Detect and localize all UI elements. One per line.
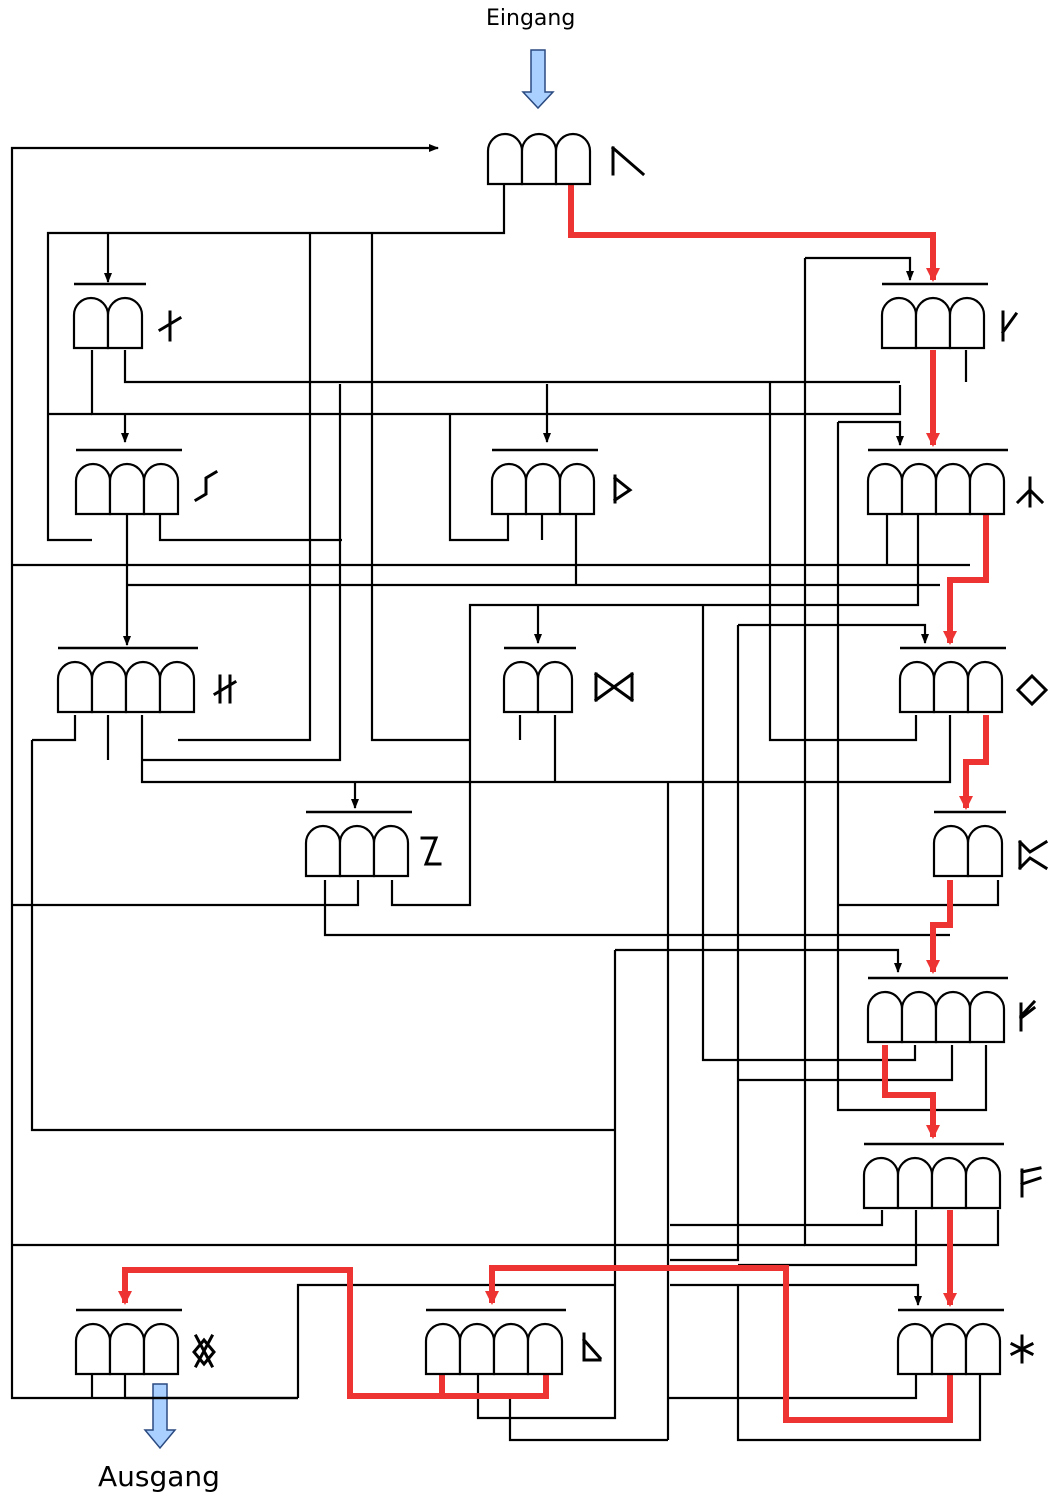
rune-glyph-raido	[1018, 999, 1037, 1032]
output-arrow	[143, 1383, 177, 1450]
rune-glyph-othala	[192, 1333, 216, 1369]
node-cell	[896, 1156, 934, 1210]
node-cell	[56, 660, 94, 714]
node-cell	[558, 462, 596, 516]
input-label: Eingang	[486, 6, 576, 31]
node-cell	[964, 1322, 1002, 1376]
node-cell	[968, 990, 1006, 1044]
node-cell	[934, 990, 972, 1044]
rune-glyph-ingwaz	[1015, 673, 1049, 707]
node-cell	[106, 296, 144, 350]
node-cell	[948, 296, 986, 350]
node-hagall	[896, 1308, 1035, 1376]
wiring-network	[10, 144, 1000, 1442]
rune-glyph-kaun	[1000, 310, 1019, 342]
node-cell	[930, 1322, 968, 1376]
rune-glyph-dagaz	[593, 671, 635, 703]
node-cell	[866, 990, 904, 1044]
node-algiz	[866, 448, 1045, 516]
node-cell	[72, 296, 110, 350]
node-cell	[862, 1156, 900, 1210]
node-laguz	[424, 1308, 603, 1376]
node-cell	[866, 462, 904, 516]
node-dagaz	[502, 646, 635, 714]
node-cell	[898, 660, 936, 714]
node-cell	[930, 1156, 968, 1210]
node-ehwaz	[304, 810, 442, 878]
output-label: Ausgang	[98, 1460, 220, 1493]
rune-glyph-ansuz	[610, 145, 646, 177]
node-cell	[900, 990, 938, 1044]
node-cell	[880, 296, 918, 350]
node-cell	[124, 660, 162, 714]
node-cell	[554, 132, 592, 186]
node-cell	[158, 660, 196, 714]
rune-glyph-perthro	[1017, 839, 1049, 871]
node-cell	[526, 1322, 564, 1376]
node-cell	[304, 824, 342, 878]
node-cell	[492, 1322, 530, 1376]
node-cell	[108, 1322, 146, 1376]
node-cell	[424, 1322, 462, 1376]
node-fehu	[862, 1142, 1042, 1210]
node-cell	[90, 660, 128, 714]
node-cell	[900, 462, 938, 516]
node-cell	[502, 660, 540, 714]
node-thurisaz	[490, 448, 633, 516]
rune-glyph-algiz	[1015, 476, 1045, 508]
node-cell	[338, 824, 376, 878]
node-cell	[142, 462, 180, 516]
rune-glyph-ehwaz	[420, 836, 442, 866]
node-hagalaz	[56, 646, 238, 714]
node-sowilo	[74, 448, 219, 516]
node-cell	[896, 1322, 934, 1376]
node-cell	[520, 132, 558, 186]
node-cell	[966, 824, 1004, 878]
node-cell	[934, 462, 972, 516]
node-kaun	[880, 282, 1019, 350]
rune-glyph-hagalaz	[212, 674, 238, 704]
node-cell	[932, 660, 970, 714]
node-cell	[524, 462, 562, 516]
node-perthro	[932, 810, 1049, 878]
rune-glyph-naudiz	[157, 310, 183, 342]
node-cell	[74, 462, 112, 516]
rune-glyph-laguz	[581, 1332, 603, 1362]
node-cell	[966, 660, 1004, 714]
node-raido	[866, 976, 1037, 1044]
node-cell	[142, 1322, 180, 1376]
node-cell	[536, 660, 574, 714]
node-cell	[490, 462, 528, 516]
rune-glyph-hagall	[1009, 1334, 1035, 1364]
rune-glyph-fehu	[1020, 1166, 1042, 1198]
node-ansuz	[486, 132, 646, 186]
node-cell	[458, 1322, 496, 1376]
highlighted-path	[118, 184, 989, 1423]
rune-glyph-sowilo	[193, 469, 219, 503]
rune-glyph-thurisaz	[612, 474, 633, 504]
input-arrow	[521, 49, 555, 110]
node-cell	[108, 462, 146, 516]
node-ingwaz	[898, 646, 1049, 714]
node-cell	[968, 462, 1006, 516]
node-cell	[932, 824, 970, 878]
node-cell	[914, 296, 952, 350]
node-othala	[74, 1308, 216, 1376]
node-naudiz	[72, 282, 183, 350]
node-cell	[486, 132, 524, 186]
node-cell	[964, 1156, 1002, 1210]
node-cell	[372, 824, 410, 878]
node-cell	[74, 1322, 112, 1376]
